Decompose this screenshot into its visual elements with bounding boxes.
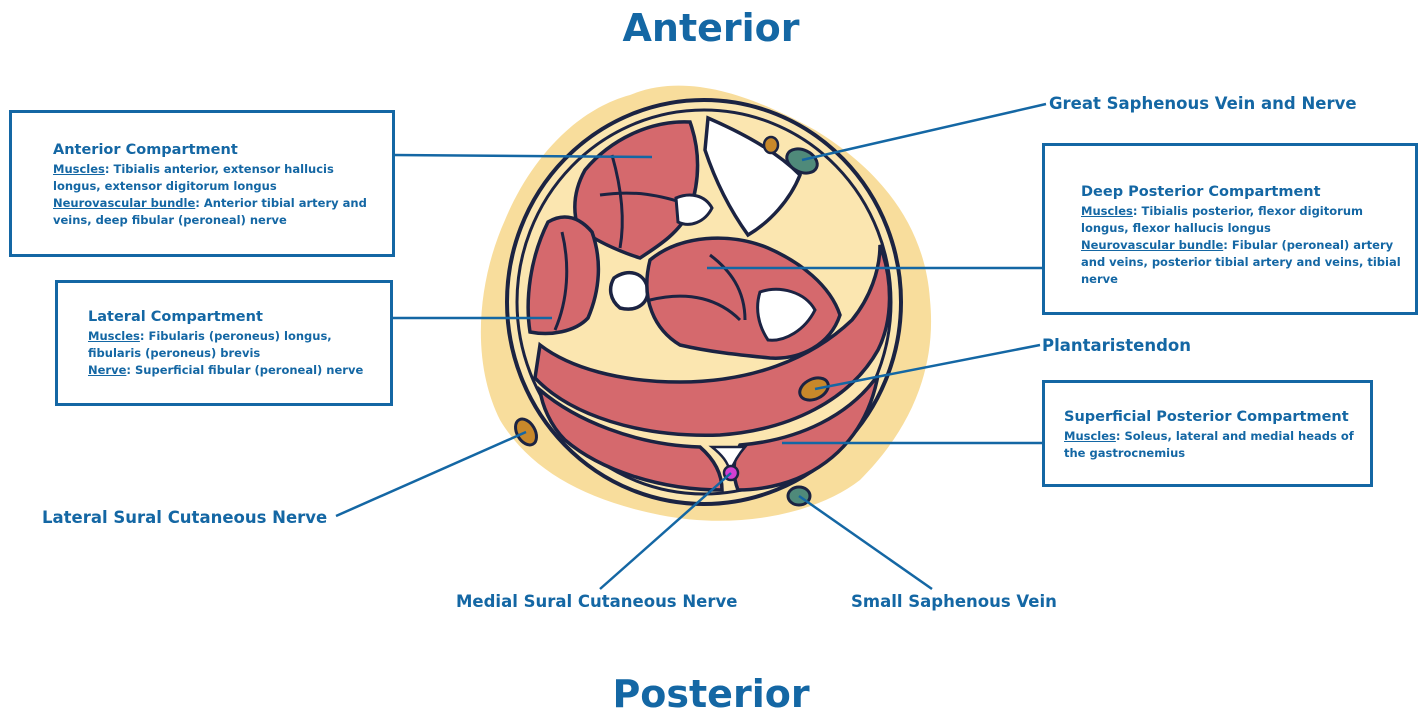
deep-posterior-muscles-line: Muscles: Tibialis posterior, flexor digi… bbox=[1081, 203, 1405, 237]
deep-posterior-nv-line: Neurovascular bundle: Fibular (peroneal)… bbox=[1081, 237, 1405, 288]
deep-posterior-nv-key: Neurovascular bundle bbox=[1081, 238, 1223, 252]
anterior-compartment-title: Anterior Compartment bbox=[53, 141, 382, 159]
leader-small-saphenous bbox=[799, 496, 932, 589]
deep-posterior-title: Deep Posterior Compartment bbox=[1081, 183, 1405, 201]
posterior-heading: Posterior bbox=[0, 672, 1422, 716]
superficial-posterior-compartment-box: Superficial Posterior Compartment Muscle… bbox=[1042, 380, 1373, 487]
plantaris-label: Plantaristendon bbox=[1042, 336, 1191, 355]
anterior-nv-key: Neurovascular bundle bbox=[53, 196, 195, 210]
lateral-muscles-line: Muscles: Fibularis (peroneus) longus, fi… bbox=[88, 328, 380, 362]
anterior-nv-line: Neurovascular bundle: Anterior tibial ar… bbox=[53, 195, 382, 229]
superficial-posterior-muscles-line: Muscles: Soleus, lateral and medial head… bbox=[1064, 428, 1360, 462]
lateral-nerve-key: Nerve bbox=[88, 363, 126, 377]
lateral-compartment-title: Lateral Compartment bbox=[88, 308, 380, 326]
medial-sural-label: Medial Sural Cutaneous Nerve bbox=[456, 592, 737, 611]
lateral-muscles-key: Muscles bbox=[88, 329, 140, 343]
lateral-nerve-text: : Superficial fibular (peroneal) nerve bbox=[126, 363, 363, 377]
lateral-compartment-box: Lateral Compartment Muscles: Fibularis (… bbox=[55, 280, 393, 406]
anterior-muscles-line: Muscles: Tibialis anterior, extensor hal… bbox=[53, 161, 382, 195]
leader-great-saphenous bbox=[802, 104, 1046, 160]
great-saphenous-label: Great Saphenous Vein and Nerve bbox=[1049, 94, 1357, 113]
superficial-posterior-title: Superficial Posterior Compartment bbox=[1064, 408, 1360, 426]
lateral-nerve-line: Nerve: Superficial fibular (peroneal) ne… bbox=[88, 362, 380, 379]
leader-lateral-sural bbox=[336, 432, 526, 516]
saphenous-nerve-oval bbox=[764, 137, 778, 153]
deep-posterior-compartment-box: Deep Posterior Compartment Muscles: Tibi… bbox=[1042, 143, 1418, 315]
anterior-muscles-key: Muscles bbox=[53, 162, 105, 176]
superficial-posterior-muscles-key: Muscles bbox=[1064, 429, 1116, 443]
lateral-sural-label: Lateral Sural Cutaneous Nerve bbox=[42, 508, 327, 527]
deep-posterior-muscles-key: Muscles bbox=[1081, 204, 1133, 218]
small-saphenous-label: Small Saphenous Vein bbox=[851, 592, 1057, 611]
anterior-compartment-box: Anterior Compartment Muscles: Tibialis a… bbox=[9, 110, 395, 257]
fibula bbox=[611, 273, 648, 309]
